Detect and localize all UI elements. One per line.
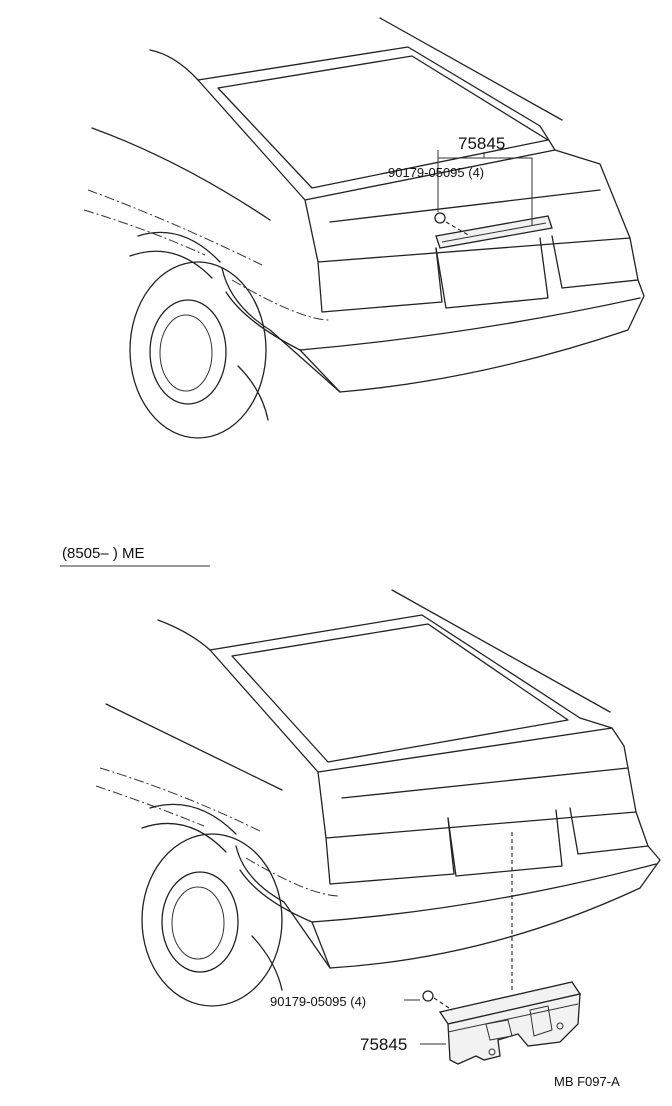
diagram-code-label: MB F097-A (554, 1074, 620, 1089)
top-bolt-number-label: 90179-05095 (4) (388, 165, 484, 180)
bottom-leader-lines (404, 990, 453, 1045)
bottom-part-number-label: 75845 (360, 1035, 407, 1054)
top-car-illustration (83, 17, 645, 439)
bolt-icon (434, 212, 446, 224)
bottom-bolt-number-label: 90179-05095 (4) (270, 994, 366, 1009)
garnish-part-illustration (438, 832, 582, 1065)
bottom-car-illustration (95, 589, 661, 1007)
top-leader-lines (434, 150, 533, 237)
applicability-label: (8505– ) ME (62, 545, 145, 562)
bolt-icon (422, 990, 434, 1002)
top-part-number-label: 75845 (458, 134, 505, 153)
